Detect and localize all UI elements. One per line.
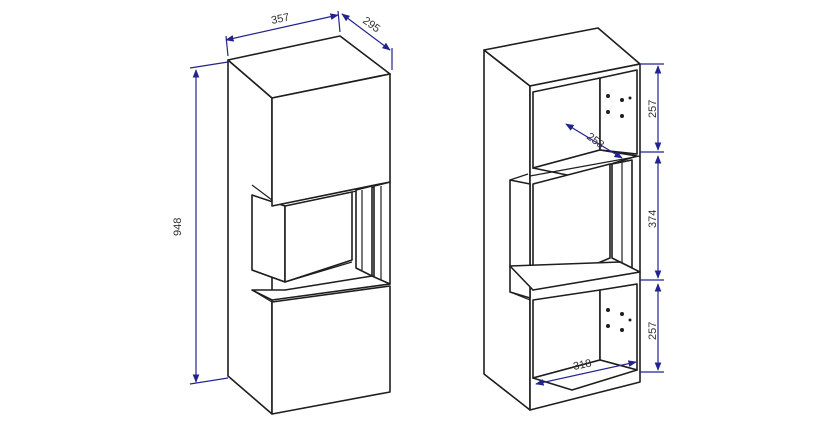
middle-compartment bbox=[532, 163, 611, 291]
bottom-compartment-back bbox=[599, 283, 638, 371]
inner-width-label: 318 bbox=[572, 357, 592, 373]
left-cabinet-back-panel bbox=[284, 191, 353, 283]
left-cabinet-upper-door bbox=[271, 73, 391, 207]
left-cabinet-glass-panel-2 bbox=[373, 181, 391, 285]
width-dimension-line bbox=[225, 13, 339, 42]
depth-dimension-line bbox=[341, 13, 391, 51]
inner-width-dimension-line bbox=[535, 360, 637, 386]
depth-label: 295 bbox=[360, 15, 382, 35]
left-cabinet bbox=[227, 35, 391, 415]
shelf-depth-dimension-line bbox=[565, 123, 623, 159]
width-label: 357 bbox=[270, 11, 290, 27]
right-cabinet bbox=[483, 27, 641, 411]
left-cabinet-opening bbox=[251, 194, 286, 283]
top-compartment-label: 257 bbox=[647, 100, 659, 118]
middle-shelf bbox=[509, 261, 641, 291]
middle-compartment-label: 374 bbox=[647, 210, 659, 228]
bottom-compartment-label: 257 bbox=[647, 322, 659, 340]
height-label: 948 bbox=[172, 218, 184, 236]
left-cabinet-lower-door bbox=[271, 285, 391, 415]
left-cabinet-shelf bbox=[251, 275, 391, 301]
left-cabinet-glass-panel bbox=[355, 185, 373, 277]
